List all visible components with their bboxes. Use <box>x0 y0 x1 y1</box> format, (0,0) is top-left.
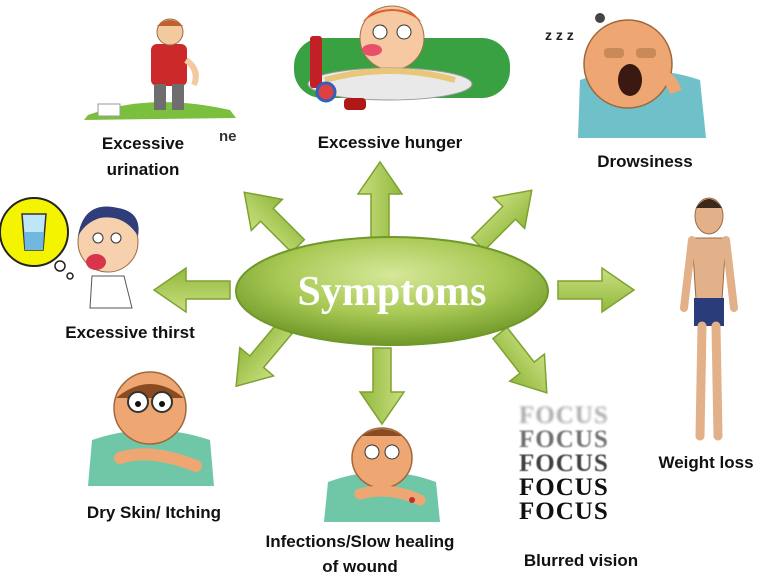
hunger-illustration <box>294 5 510 110</box>
arrow-down <box>358 347 406 426</box>
label-infections-line1: Infections/Slow healing <box>265 532 455 551</box>
label-excessive-urination-line1: Excessive <box>101 134 185 153</box>
infections-illustration <box>324 427 440 522</box>
label-drowsiness: Drowsiness <box>597 152 693 171</box>
drowsiness-illustration: z z z <box>545 13 706 138</box>
label-excessive-urination: Excessive urination <box>82 131 204 182</box>
focus-line-5: FOCUS <box>519 498 609 525</box>
arrow-up <box>356 160 404 239</box>
label-excessive-hunger: Excessive hunger <box>317 133 463 152</box>
focus-line-4: FOCUS <box>519 474 609 501</box>
focus-line-1: FOCUS <box>519 402 609 429</box>
label-excessive-urination-line2: urination <box>106 159 180 179</box>
center-node: Symptoms <box>235 236 549 346</box>
label-dry-skin: Dry Skin/ Itching <box>86 503 222 522</box>
dry-skin-illustration <box>88 371 214 486</box>
weight-loss-illustration <box>680 197 738 441</box>
label-excessive-thirst: Excessive thirst <box>65 323 195 342</box>
label-blurred-vision: Blurred vision <box>523 551 639 570</box>
arrow-up-right <box>470 189 533 252</box>
urination-illustration <box>84 18 236 120</box>
arrow-down-left <box>235 321 293 388</box>
arrow-down-right <box>491 326 548 394</box>
arrow-left <box>152 266 231 314</box>
svg-text:z z z: z z z <box>545 27 574 43</box>
label-weight-loss: Weight loss <box>658 453 754 472</box>
focus-line-2: FOCUS <box>519 426 609 453</box>
arrow-up-left <box>243 191 306 254</box>
focus-eye-chart: FOCUS FOCUS FOCUS FOCUS FOCUS <box>519 402 639 525</box>
label-infections: Infections/Slow healing of wound <box>246 530 474 579</box>
center-label: Symptoms <box>297 269 486 315</box>
thirst-illustration <box>0 197 139 309</box>
label-infections-line2: of wound <box>322 556 398 576</box>
focus-line-3: FOCUS <box>519 450 609 477</box>
stray-text: ne <box>219 128 237 145</box>
arrow-right <box>557 266 636 314</box>
